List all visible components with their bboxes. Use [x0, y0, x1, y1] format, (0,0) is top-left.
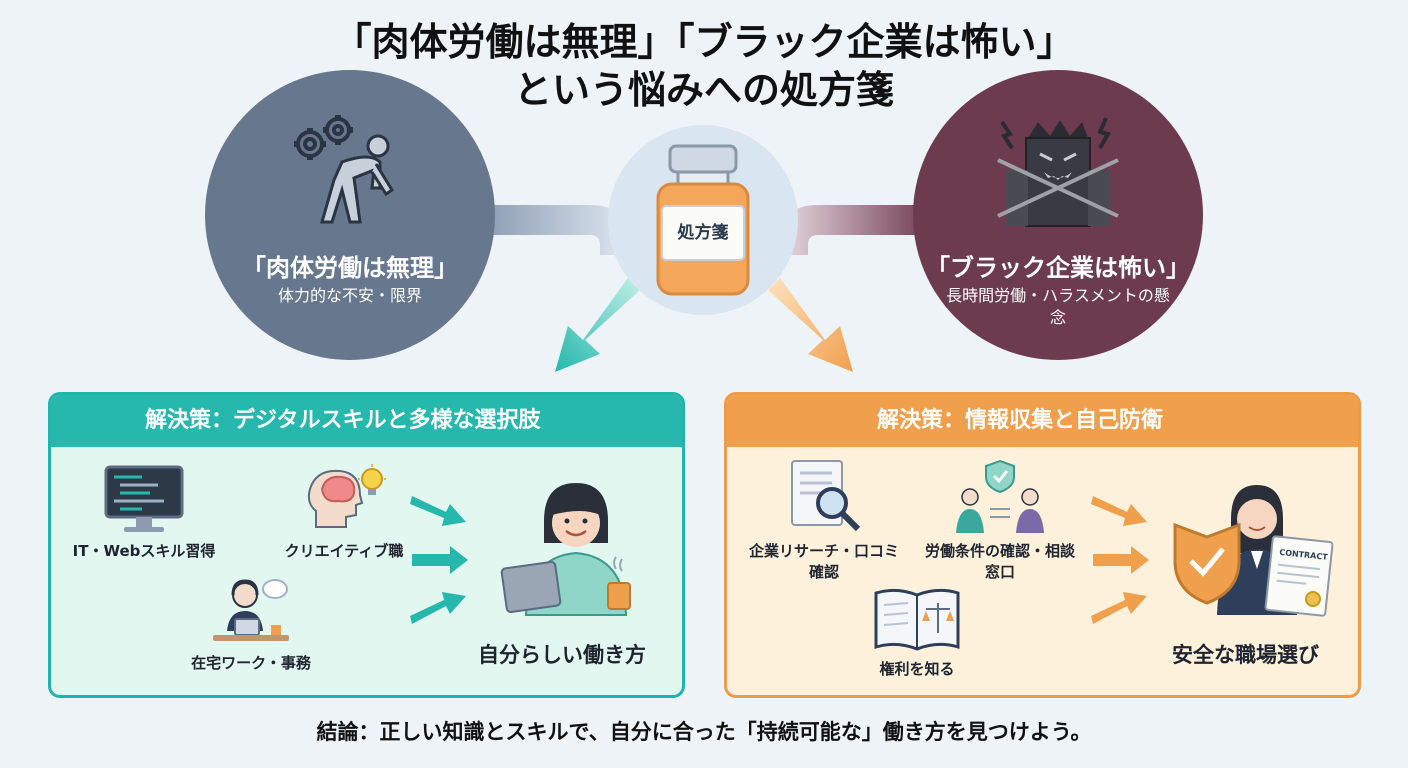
happy-person-laptop-icon — [500, 483, 631, 616]
item-company-research: 企業リサーチ・口コミ確認 — [749, 457, 899, 583]
title-line-1: 「肉体労働は無理」「ブラック企業は怖い」 — [333, 20, 1075, 64]
title-line-2: という悩みへの処方箋 — [513, 68, 894, 112]
item-know-your-rights-label: 権利を知る — [879, 660, 955, 678]
item-company-research-label: 企業リサーチ・口コミ確認 — [749, 542, 900, 581]
page-title: 「肉体労働は無理」「ブラック企業は怖い」 という悩みへの処方箋 — [0, 18, 1408, 114]
solution-left-heading: 解決策：デジタルスキルと多様な選択肢 — [51, 395, 682, 447]
problem-right-subtitle: 長時間労働・ハラスメントの懸念 — [946, 286, 1170, 327]
medicine-bottle-icon — [656, 144, 750, 296]
item-labor-conditions: 労働条件の確認・相談窓口 — [920, 457, 1080, 583]
item-creative-jobs-label: クリエイティブ職 — [284, 542, 404, 560]
item-know-your-rights: 権利を知る — [852, 583, 982, 680]
problem-right-title: 「ブラック企業は怖い」 — [926, 254, 1190, 282]
right-inflow-arrow — [778, 205, 918, 255]
problem-left-subtitle: 体力的な不安・限界 — [277, 286, 422, 305]
solution-panel-self-defense: 解決策：情報収集と自己防衛 企業リサーチ・口コミ確認 労働条件の確認・相談窓口 — [724, 392, 1361, 698]
solution-left-result: 自分らしい働き方 — [478, 643, 646, 667]
item-creative-jobs: クリエイティブ職 — [269, 463, 419, 562]
law-book-scales-icon — [874, 588, 960, 651]
teal-pointer-arrows — [410, 496, 468, 624]
problem-physical-labor: 「肉体労働は無理」 体力的な不安・限界 — [205, 70, 495, 360]
item-remote-work: 在宅ワーク・事務 — [166, 575, 336, 674]
solution-panel-digital-skills: 解決策：デジタルスキルと多様な選択肢 IT・Webスキル習得 クリエイティブ職 — [48, 392, 685, 698]
brain-lightbulb-icon — [307, 464, 386, 528]
tired-worker-gears-icon — [294, 115, 395, 224]
item-labor-conditions-label: 労働条件の確認・相談窓口 — [924, 542, 1075, 581]
prescription-label: 処方箋 — [677, 223, 729, 243]
chained-company-building-icon — [997, 117, 1119, 227]
orange-down-arrow — [768, 278, 853, 372]
item-it-web-skills-label: IT・Webスキル習得 — [72, 542, 216, 560]
item-it-web-skills: IT・Webスキル習得 — [59, 463, 229, 562]
problem-black-company: 「ブラック企業は怖い」 長時間労働・ハラスメントの懸念 — [913, 70, 1203, 360]
remote-worker-headset-icon — [213, 579, 289, 641]
solution-right-heading: 解決策：情報収集と自己防衛 — [727, 395, 1358, 447]
document-magnifier-icon — [791, 460, 861, 532]
orange-pointer-arrows — [1091, 496, 1149, 624]
left-inflow-arrow — [490, 205, 630, 255]
teal-down-arrow — [555, 278, 640, 372]
item-remote-work-label: 在宅ワーク・事務 — [191, 654, 311, 672]
problem-left-title: 「肉体労働は無理」 — [242, 254, 458, 282]
computer-monitor-code-icon — [104, 465, 184, 532]
conclusion-text: 結論：正しい知識とスキルで、自分に合った「持続可能な」働き方を見つけよう。 — [316, 720, 1092, 744]
solution-right-result: 安全な職場選び — [1172, 643, 1319, 667]
protected-worker-contract-icon: CONTRACT — [1173, 485, 1334, 617]
consultation-shield-icon — [956, 459, 1044, 533]
